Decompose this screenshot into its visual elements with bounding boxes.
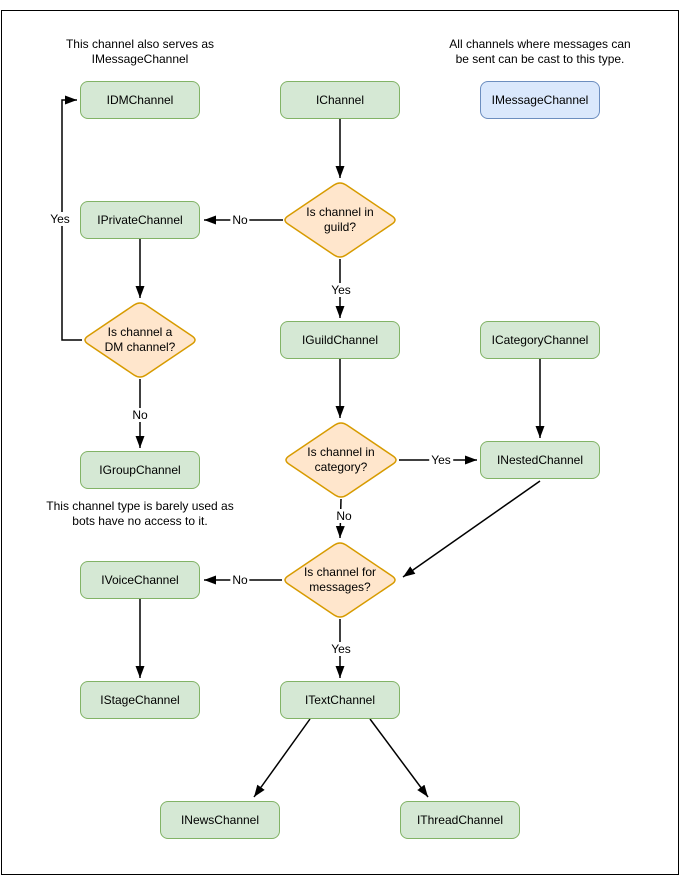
node-itextchannel: ITextChannel: [280, 681, 400, 719]
decision-in-category: Is channel in category?: [307, 445, 375, 474]
decision-in-guild: Is channel in guild?: [306, 205, 374, 234]
edge-label-category-yes: Yes: [429, 453, 453, 467]
node-iprivatechannel: IPrivateChannel: [80, 201, 200, 239]
decision-shape-for-messages: [284, 542, 396, 618]
annotation-imessagechannel-note: All channels where messages can be sent …: [449, 37, 631, 66]
node-ichannel: IChannel: [280, 81, 400, 119]
diagram-border: [1, 10, 679, 875]
decision-shape-is-dm: [84, 302, 196, 378]
edge-itext-to-inews: [253, 718, 311, 798]
node-icategorychannel: ICategoryChannel: [480, 321, 600, 359]
annotation-igroupchannel-note: This channel type is barely used as bots…: [46, 499, 234, 528]
annotation-idmchannel-note: This channel also serves as IMessageChan…: [65, 37, 215, 66]
edge-label-category-no: No: [334, 509, 354, 523]
edge-inested-to-messages-decision: [402, 480, 541, 578]
edge-label-messages-no: No: [230, 573, 250, 587]
decision-is-dm: Is channel a DM channel?: [104, 325, 176, 354]
decision-for-messages: Is channel for messages?: [303, 565, 377, 594]
node-ithreadchannel: IThreadChannel: [400, 801, 520, 839]
node-inewschannel: INewsChannel: [160, 801, 280, 839]
node-iguildchannel: IGuildChannel: [280, 321, 400, 359]
node-istagechannel: IStageChannel: [80, 681, 200, 719]
edge-label-dm-yes: Yes: [48, 212, 72, 226]
decision-shape-in-guild: [284, 182, 396, 258]
node-idmchannel: IDMChannel: [80, 81, 200, 119]
node-imessagechannel: IMessageChannel: [480, 81, 600, 119]
edge-itext-to-ithread: [369, 718, 429, 798]
node-ivoicechannel: IVoiceChannel: [80, 561, 200, 599]
edge-label-dm-no: No: [130, 408, 150, 422]
edge-label-guild-yes: Yes: [329, 283, 353, 297]
edge-label-messages-yes: Yes: [329, 642, 353, 656]
edge-label-guild-no: No: [230, 213, 250, 227]
decision-shape-in-category: [285, 422, 397, 498]
node-igroupchannel: IGroupChannel: [80, 451, 200, 489]
node-inestedchannel: INestedChannel: [480, 441, 600, 479]
